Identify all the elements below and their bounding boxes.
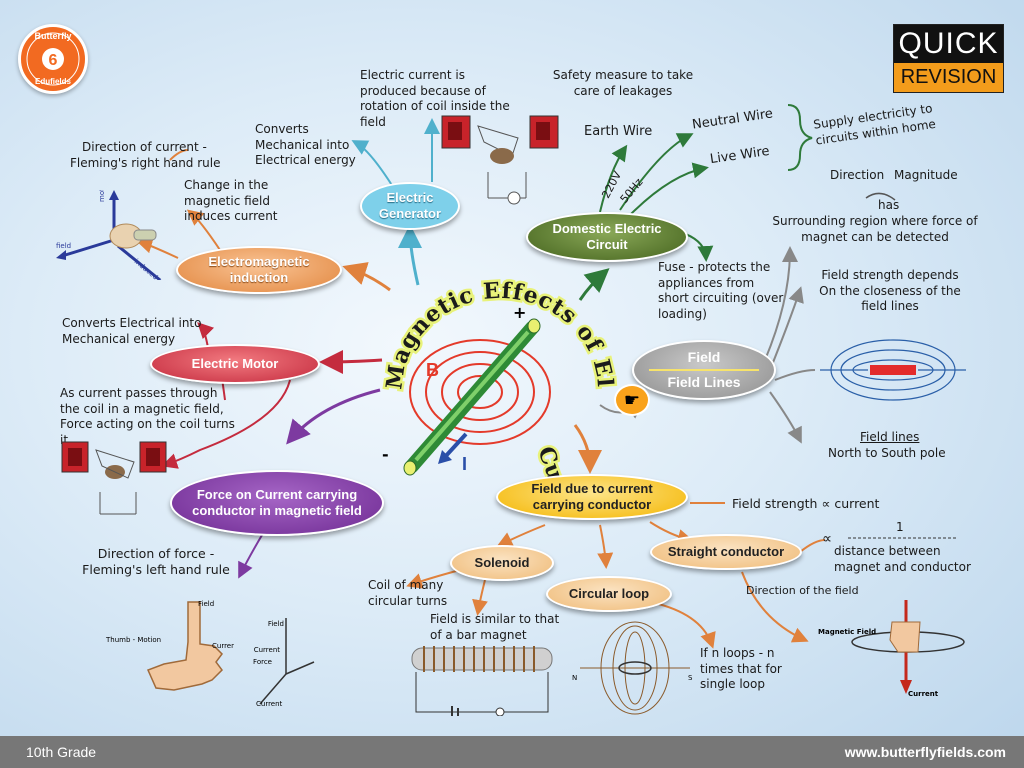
field-lines-label: Field Lines bbox=[667, 374, 741, 390]
electric-generator-label: Electric Generator bbox=[378, 190, 442, 221]
domestic-circuit-label: Domestic Electric Circuit bbox=[552, 221, 662, 252]
domestic-circuit-node[interactable]: Domestic Electric Circuit bbox=[526, 212, 688, 262]
earth-wire-text: Earth Wire bbox=[584, 124, 653, 139]
field-due-current-node[interactable]: Field due to current carrying conductor bbox=[496, 474, 688, 520]
force-on-conductor-node[interactable]: Force on Current carrying conductor in m… bbox=[170, 470, 384, 536]
has-text: has bbox=[878, 198, 900, 212]
straight-conductor-illustration: Magnetic Field Current bbox=[818, 600, 965, 698]
gen-converts-text: Converts Mechanical into Electrical ener… bbox=[255, 122, 356, 168]
bar-magnet-field-illustration bbox=[820, 339, 966, 401]
generator-illustration bbox=[441, 115, 559, 205]
field-due-current-label: Field due to current carrying conductor bbox=[531, 481, 653, 512]
direction-text: Direction bbox=[830, 168, 885, 182]
electric-motor-label: Electric Motor bbox=[191, 356, 279, 372]
plus-label: + bbox=[513, 303, 526, 322]
electric-generator-node[interactable]: Electric Generator bbox=[360, 182, 460, 230]
b-label: B bbox=[426, 360, 439, 380]
pointing-hand-icon: ☛ bbox=[614, 384, 650, 416]
safety-text: Safety measure to take care of leakages bbox=[552, 68, 694, 98]
logo-bottom-text: Edufields bbox=[34, 77, 71, 86]
surrounding-text: Surrounding region where force of magnet… bbox=[772, 214, 978, 244]
sc-current-label: Current bbox=[908, 690, 939, 698]
connector-lines bbox=[136, 104, 958, 649]
logo-emblem-icon: 6 bbox=[26, 32, 80, 86]
gen-produced-text: Electric current is produced because of … bbox=[360, 68, 510, 129]
magnitude-text: Magnitude bbox=[894, 168, 958, 182]
website-link[interactable]: www.butterflyfields.com bbox=[844, 744, 1006, 760]
motor-illustration bbox=[61, 441, 167, 515]
dir-field-text: Direction of the field bbox=[746, 584, 859, 597]
butterfly-logo[interactable]: 6 Butterfly Edufields bbox=[18, 24, 88, 94]
circular-loop-node[interactable]: Circular loop bbox=[546, 576, 672, 612]
solenoid-illustration bbox=[411, 646, 553, 716]
bar-magnet-text: Field is similar to that of a bar magnet bbox=[430, 612, 560, 642]
em-induction-label: Electromagnetic induction bbox=[208, 254, 310, 285]
i-label: I bbox=[462, 454, 467, 474]
change-flux-text: Change in the magnetic field induces cur… bbox=[184, 178, 278, 224]
coil-many-text: Coil of many circular turns bbox=[368, 578, 448, 608]
rh-motion-label: motion bbox=[98, 190, 106, 202]
sc-magnetic-field-label: Magnetic Field bbox=[818, 628, 876, 636]
circular-loop-label: Circular loop bbox=[568, 586, 650, 602]
minus-label: - bbox=[382, 445, 389, 464]
prop-text: ∝ bbox=[822, 531, 833, 547]
field-strength-prop-text: Field strength ∝ current bbox=[732, 496, 880, 511]
left-hand-rule-illustration: Field Thumb - Motion Current bbox=[105, 600, 234, 691]
loop-n-label: N bbox=[572, 674, 577, 682]
logo-top-text: Butterfly bbox=[34, 31, 72, 41]
left-hand-axes: Field Current Force Current bbox=[253, 618, 315, 708]
force-on-conductor-label: Force on Current carrying conductor in m… bbox=[192, 487, 362, 518]
lh-field-label: Field bbox=[198, 600, 214, 608]
motor-converts-text: Converts Electrical into Mechanical ener… bbox=[62, 316, 202, 346]
right-hand-rule-illustration: field motion induced current bbox=[56, 190, 174, 280]
grade-label: 10th Grade bbox=[26, 744, 97, 760]
quick-revision-badge: QUICK REVISION bbox=[893, 24, 1004, 93]
field-label: Field bbox=[687, 349, 721, 366]
straight-conductor-label: Straight conductor bbox=[667, 544, 785, 560]
ax-current-label: Current bbox=[254, 646, 281, 654]
lh-thumb-label: Thumb - Motion bbox=[105, 636, 161, 644]
footer-bar: 10th Grade www.butterflyfields.com bbox=[0, 736, 1024, 768]
rh-field-label: field bbox=[56, 242, 71, 250]
field-lines-title-text: Field lines bbox=[860, 430, 920, 444]
fleming-right-text: Fleming's right hand rule bbox=[70, 156, 221, 170]
one-text: 1 bbox=[896, 520, 904, 534]
dir-current-text: Direction of current - bbox=[82, 140, 207, 154]
straight-conductor-node[interactable]: Straight conductor bbox=[650, 534, 802, 570]
dist-text: distance between magnet and conductor bbox=[834, 544, 971, 574]
rh-current-label: induced current bbox=[133, 257, 174, 280]
badge-bottom: REVISION bbox=[894, 63, 1003, 92]
dir-force-text: Direction of force - Fleming's left hand… bbox=[82, 546, 230, 578]
solenoid-node[interactable]: Solenoid bbox=[450, 545, 554, 581]
n-loops-text: If n loops - n times that for single loo… bbox=[700, 646, 782, 692]
badge-top: QUICK bbox=[894, 25, 1003, 63]
solenoid-label: Solenoid bbox=[474, 555, 530, 571]
field-strength-depends-text: Field strength depends On the closeness … bbox=[819, 268, 961, 314]
fuse-text: Fuse - protects the appliances from shor… bbox=[658, 260, 784, 321]
electric-motor-node[interactable]: Electric Motor bbox=[150, 344, 320, 384]
loop-s-label: S bbox=[688, 674, 693, 682]
north-south-text: North to South pole bbox=[828, 446, 946, 460]
ax-current-label-2: Current bbox=[256, 700, 283, 708]
circular-loop-illustration: N S bbox=[572, 621, 693, 715]
ax-field-label: Field bbox=[268, 620, 284, 628]
svg-text:6: 6 bbox=[49, 52, 58, 69]
field-divider bbox=[649, 369, 759, 371]
ax-force-label: Force bbox=[253, 658, 272, 666]
em-induction-node[interactable]: Electromagnetic induction bbox=[176, 246, 342, 294]
field-node[interactable]: Field Field Lines bbox=[632, 340, 776, 400]
current-wire-illustration: + - B I bbox=[382, 303, 551, 476]
lh-current-label: Current bbox=[212, 642, 234, 650]
motor-as-current-text: As current passes through the coil in a … bbox=[60, 386, 235, 447]
